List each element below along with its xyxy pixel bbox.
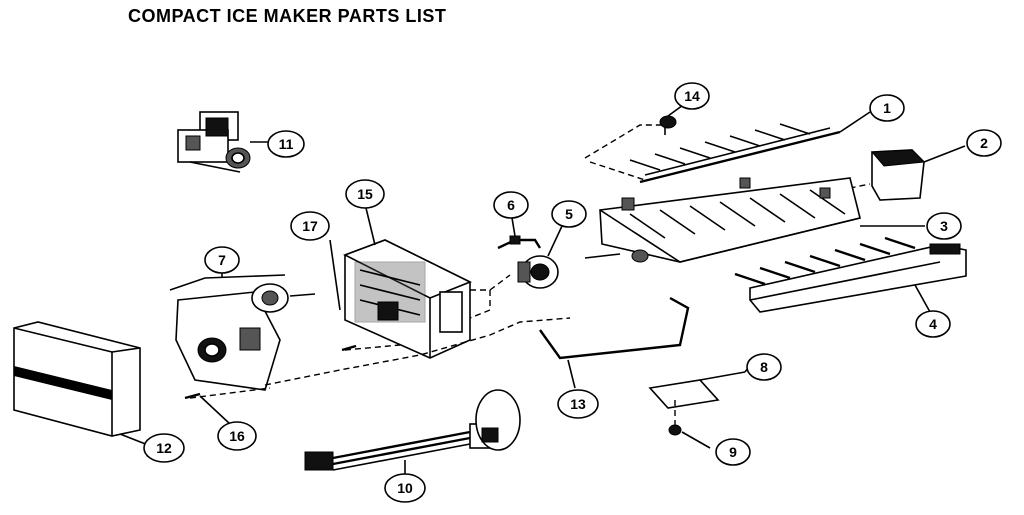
part-screw-17: [341, 344, 357, 352]
callout-14: 14: [674, 82, 710, 110]
callout-10: 10: [384, 473, 426, 503]
svg-text:11: 11: [279, 136, 294, 152]
part-water-valve: [177, 111, 268, 173]
svg-text:12: 12: [156, 440, 172, 456]
svg-text:2: 2: [980, 135, 988, 151]
svg-text:4: 4: [929, 316, 937, 332]
svg-text:10: 10: [397, 480, 413, 496]
callout-3: 3: [926, 212, 962, 240]
callout-5: 5: [551, 200, 587, 228]
callout-16: 16: [217, 421, 257, 451]
callout-11: 11: [267, 130, 305, 158]
svg-text:6: 6: [507, 197, 515, 213]
callout-13: 13: [557, 389, 599, 419]
callout-9: 9: [715, 438, 751, 466]
svg-text:13: 13: [570, 396, 586, 412]
part-control-housing: [343, 239, 491, 359]
callout-7: 7: [204, 246, 240, 274]
part-mounting-bracket: [648, 371, 746, 409]
part-thermostat: [497, 235, 542, 250]
svg-text:7: 7: [218, 252, 226, 268]
part-wiring-harness: [304, 389, 521, 471]
callout-8: 8: [746, 353, 782, 381]
svg-text:17: 17: [302, 218, 318, 234]
callout-17: 17: [290, 211, 330, 241]
svg-text:1: 1: [883, 100, 891, 116]
svg-text:15: 15: [357, 186, 373, 202]
callout-6: 6: [493, 191, 529, 219]
svg-text:9: 9: [729, 444, 737, 460]
part-stripper: [734, 236, 967, 313]
svg-text:5: 5: [565, 206, 573, 222]
part-front-cover: [13, 321, 141, 437]
callout-1: 1: [869, 94, 905, 122]
callout-15: 15: [345, 179, 385, 209]
part-screw-16: [184, 392, 201, 400]
part-mounting-screw: [668, 400, 711, 449]
svg-text:14: 14: [684, 88, 700, 104]
svg-text:16: 16: [229, 428, 245, 444]
part-shutoff-arm: [539, 296, 690, 360]
part-mold-body: [584, 177, 861, 263]
part-motor-assembly: [169, 274, 316, 391]
callout-2: 2: [966, 129, 1002, 157]
part-ejector-blade: [584, 115, 841, 184]
svg-text:3: 3: [940, 218, 948, 234]
svg-text:8: 8: [760, 359, 768, 375]
callout-4: 4: [915, 310, 951, 338]
page-title: COMPACT ICE MAKER PARTS LIST: [128, 6, 447, 26]
wiring-dashed-paths: [189, 274, 571, 399]
part-heater-element: [517, 255, 559, 289]
callout-12: 12: [143, 433, 185, 463]
